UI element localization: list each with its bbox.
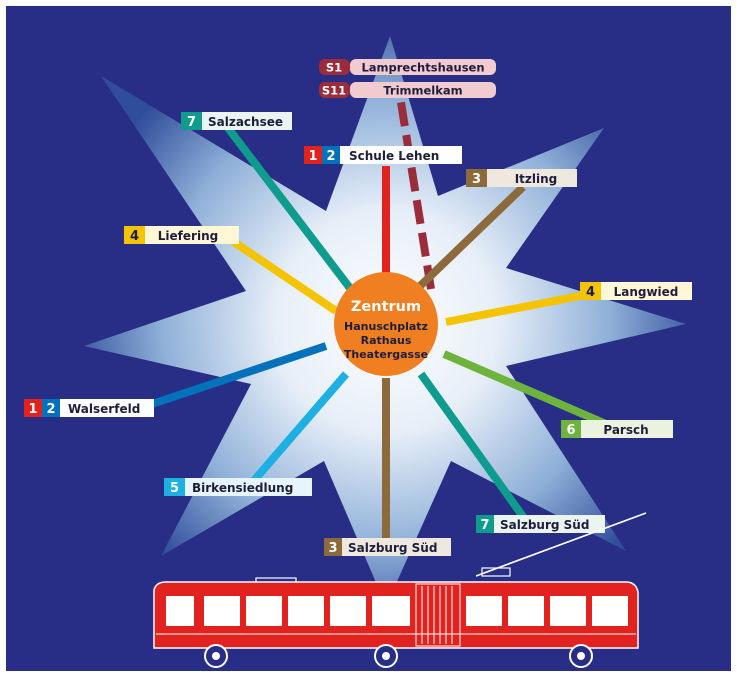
route-map-panel: Zentrum Hanuschplatz Rathaus Theatergass… xyxy=(6,6,731,671)
label-salzburg-sued-7: 7 Salzburg Süd xyxy=(476,515,605,533)
label-walserfeld: 1 2 Walserfeld xyxy=(24,399,154,417)
route-spokes xyxy=(144,89,608,540)
label-lamprechtshausen: S1 Lamprechtshausen xyxy=(319,59,496,75)
destination-lamprechtshausen: Lamprechtshausen xyxy=(361,61,484,75)
spoke-walserfeld xyxy=(144,342,328,410)
destination-walserfeld: Walserfeld xyxy=(68,402,140,416)
destination-birkensiedlung: Birkensiedlung xyxy=(192,481,293,495)
label-salzburg-sued-3: 3 Salzburg Süd xyxy=(324,538,451,556)
line-badge-7: 7 xyxy=(480,518,489,533)
spoke-langwied xyxy=(445,290,591,326)
trolleybus-illustration xyxy=(153,512,647,668)
line-badge-s1: S1 xyxy=(326,61,342,75)
spoke-liefering xyxy=(225,234,339,315)
route-diagram: Zentrum Hanuschplatz Rathaus Theatergass… xyxy=(24,36,692,668)
spoke-birkensiedlung xyxy=(247,371,350,487)
line-badge-4: 4 xyxy=(130,229,139,244)
label-langwied: 4 Langwied xyxy=(580,282,692,300)
destination-schule-lehen: Schule Lehen xyxy=(349,149,439,163)
line-badge-s11: S11 xyxy=(322,84,346,98)
destination-salzachsee: Salzachsee xyxy=(208,115,283,129)
spoke-itzling xyxy=(415,184,526,291)
line-badge-3: 3 xyxy=(472,172,481,187)
line-badge-1: 1 xyxy=(308,149,317,164)
line-badge-2: 2 xyxy=(326,149,335,164)
spoke-lamprechtshausen xyxy=(395,89,435,290)
destination-salzburg-sued-7: Salzburg Süd xyxy=(500,518,589,532)
label-itzling: 3 Itzling xyxy=(466,169,577,187)
line-badge-6: 6 xyxy=(566,423,575,438)
line-badge-1: 1 xyxy=(28,402,37,417)
destination-itzling: Itzling xyxy=(515,172,558,186)
center-stop-3: Theatergasse xyxy=(344,348,428,361)
line-badge-3: 3 xyxy=(328,541,337,556)
destination-parsch: Parsch xyxy=(603,423,648,437)
center-title: Zentrum xyxy=(351,299,421,315)
center-hub xyxy=(334,272,438,376)
label-schule-lehen: 1 2 Schule Lehen xyxy=(304,146,462,164)
label-trimmelkam: S11 Trimmelkam xyxy=(319,82,496,98)
spoke-salzburg-sued-7 xyxy=(417,371,528,521)
center-stop-1: Hanuschplatz xyxy=(344,320,428,333)
destination-langwied: Langwied xyxy=(614,285,679,299)
destination-trimmelkam: Trimmelkam xyxy=(383,84,462,98)
center-stop-2: Rathaus xyxy=(361,334,412,347)
line-badge-5: 5 xyxy=(170,481,179,496)
label-birkensiedlung: 5 Birkensiedlung xyxy=(164,478,312,496)
destination-salzburg-sued-3: Salzburg Süd xyxy=(348,541,437,555)
spoke-salzachsee xyxy=(224,125,360,299)
line-badge-2: 2 xyxy=(46,402,55,417)
destination-liefering: Liefering xyxy=(158,229,218,243)
spoke-parsch xyxy=(442,350,608,428)
label-parsch: 6 Parsch xyxy=(561,420,673,438)
line-badge-4: 4 xyxy=(586,285,595,300)
label-liefering: 4 Liefering xyxy=(124,226,239,244)
line-badge-7: 7 xyxy=(187,115,196,130)
label-salzachsee: 7 Salzachsee xyxy=(181,112,292,130)
